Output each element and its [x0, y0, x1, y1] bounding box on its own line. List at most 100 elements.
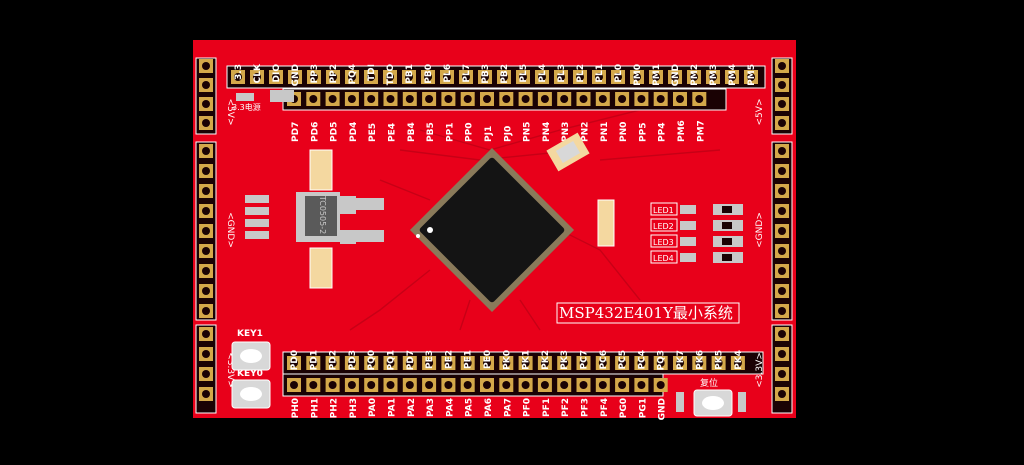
- right-3v3-label: <3.3V>: [755, 352, 765, 388]
- side-pin-hole: [202, 147, 210, 155]
- key1-button-cap[interactable]: [240, 349, 262, 363]
- led-outline: [650, 234, 678, 248]
- header-pin-hole: [676, 359, 684, 367]
- pin-label: PP0: [465, 123, 475, 142]
- bulk-capacitor: [597, 199, 615, 247]
- led-label: LED4: [653, 254, 674, 263]
- reset-button-cap[interactable]: [702, 396, 724, 410]
- header-pin-hole: [272, 73, 280, 81]
- pin-label: GND: [658, 398, 668, 420]
- pin-label: PK0: [502, 350, 512, 370]
- key0-button-cap[interactable]: [240, 387, 262, 401]
- pin-label: PL1: [595, 64, 605, 83]
- header-pin-hole: [709, 73, 717, 81]
- pin-label: PF2: [561, 398, 571, 417]
- header-pin-hole: [347, 381, 356, 389]
- pin-label: PN3: [561, 122, 571, 142]
- pin-label: PK2: [541, 350, 551, 370]
- side-pin-hole: [202, 330, 210, 338]
- led-label: LED3: [653, 238, 674, 247]
- voltage-regulator: [296, 149, 384, 289]
- header-pin-hole: [579, 95, 588, 103]
- pin-label: PM3: [709, 64, 719, 86]
- pin-label: PB3: [481, 64, 491, 84]
- pin-label: PD7: [291, 122, 301, 142]
- pin-label: PC6: [599, 350, 609, 369]
- led-label: LED1: [653, 206, 674, 215]
- pin-label: PE2: [444, 350, 454, 369]
- header-pin-hole: [462, 73, 470, 81]
- pin-label: PM4: [728, 64, 738, 86]
- header-pin-hole: [425, 95, 434, 103]
- led-chip: [680, 205, 696, 214]
- side-pin-hole: [778, 167, 786, 175]
- side-pin-hole: [778, 287, 786, 295]
- pin-label: PK7: [676, 350, 686, 370]
- pin-label: PN4: [542, 122, 552, 142]
- header-pin-hole: [576, 73, 584, 81]
- side-pin-group: [199, 59, 789, 401]
- header-pin-hole: [328, 381, 337, 389]
- header-pin-hole: [502, 381, 511, 389]
- pin-label: PB4: [407, 122, 417, 142]
- pin-label: PK1: [522, 350, 532, 370]
- pin-label: PD3: [348, 350, 358, 370]
- pin-label: PD5: [330, 122, 340, 142]
- header-pin-hole: [328, 359, 337, 367]
- title-box: [556, 302, 740, 324]
- side-pin-hole: [202, 227, 210, 235]
- header-pin-hole: [637, 381, 646, 389]
- side-pin-hole: [778, 119, 786, 127]
- header-pin-hole: [291, 73, 299, 81]
- header-pin-hole: [595, 73, 603, 81]
- side-pin-hole: [778, 390, 786, 398]
- header-pin-hole: [367, 73, 375, 81]
- pin-label: PP2: [329, 64, 339, 83]
- pin-label: TDO: [386, 64, 396, 86]
- side-pin-hole: [778, 307, 786, 315]
- pin-label: PD7: [406, 350, 416, 370]
- header-pin-hole: [309, 381, 318, 389]
- header-pin-hole: [443, 73, 451, 81]
- header-pin-hole: [521, 95, 530, 103]
- header-pin-hole: [463, 381, 472, 389]
- header-pin-hole: [483, 95, 491, 103]
- header-pin-hole: [424, 73, 432, 81]
- pin-label: PM6: [677, 120, 687, 142]
- left-gnd-label: <GND>: [225, 212, 235, 248]
- pin-label: GND: [291, 64, 301, 86]
- pin-label: PA0: [368, 398, 378, 417]
- led-chip: [680, 221, 696, 230]
- header-pin-hole: [637, 95, 646, 103]
- side-pin-hole: [778, 247, 786, 255]
- pin-label: PL5: [519, 64, 529, 83]
- header-pin-hole: [540, 359, 549, 367]
- pin-label: PK6: [695, 350, 705, 370]
- pin-label: PM2: [690, 64, 700, 86]
- header-pin-hole: [598, 359, 607, 367]
- header-pin-hole: [444, 359, 453, 367]
- pin-label: PQ3: [657, 350, 667, 371]
- header-pin-hole: [367, 95, 376, 103]
- header-pin-hole: [598, 95, 607, 103]
- decoupling-caps: [245, 195, 269, 239]
- pin-label: CLK: [253, 63, 263, 83]
- led-resistor-body: [722, 206, 732, 213]
- pin-label: PG1: [638, 398, 648, 418]
- pin-label: PH0: [291, 398, 301, 418]
- header-pin-hole: [386, 95, 395, 103]
- header-pin-hole: [695, 359, 704, 367]
- header-pin-hole: [521, 381, 530, 389]
- header-pin-hole: [386, 73, 394, 81]
- side-pin-hole: [202, 267, 210, 275]
- header-pin-hole: [444, 381, 453, 389]
- side-pin-hole: [202, 350, 210, 358]
- top-inner-pin-row: [287, 92, 707, 106]
- header-pin-hole: [309, 95, 318, 103]
- header-pin-hole: [367, 381, 376, 389]
- pin-label: PL6: [443, 64, 453, 83]
- header-pin-hole: [579, 359, 588, 367]
- pin-label: PA6: [484, 398, 494, 417]
- header-pin-hole: [695, 95, 704, 103]
